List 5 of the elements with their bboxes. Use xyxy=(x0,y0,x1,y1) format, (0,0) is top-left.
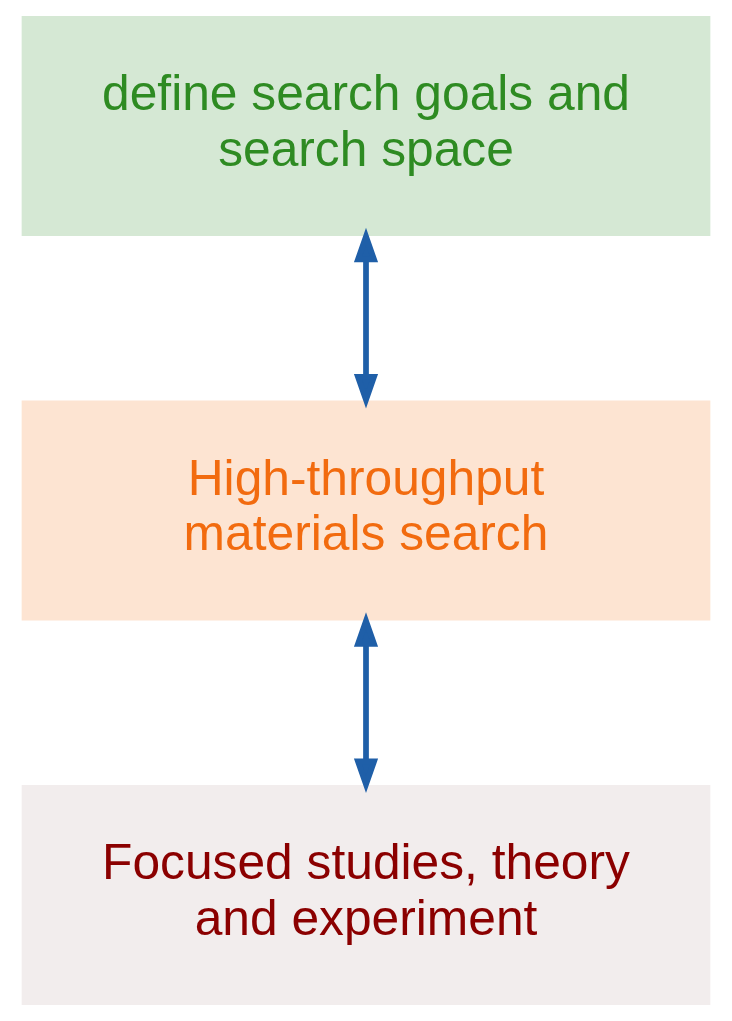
arrow xyxy=(353,227,379,409)
node-box: Focused studies, theory and experiment xyxy=(21,785,711,1005)
node-box: High-throughput materials search xyxy=(21,400,711,621)
node-box: define search goals and search space xyxy=(21,16,711,236)
arrow xyxy=(353,612,379,794)
